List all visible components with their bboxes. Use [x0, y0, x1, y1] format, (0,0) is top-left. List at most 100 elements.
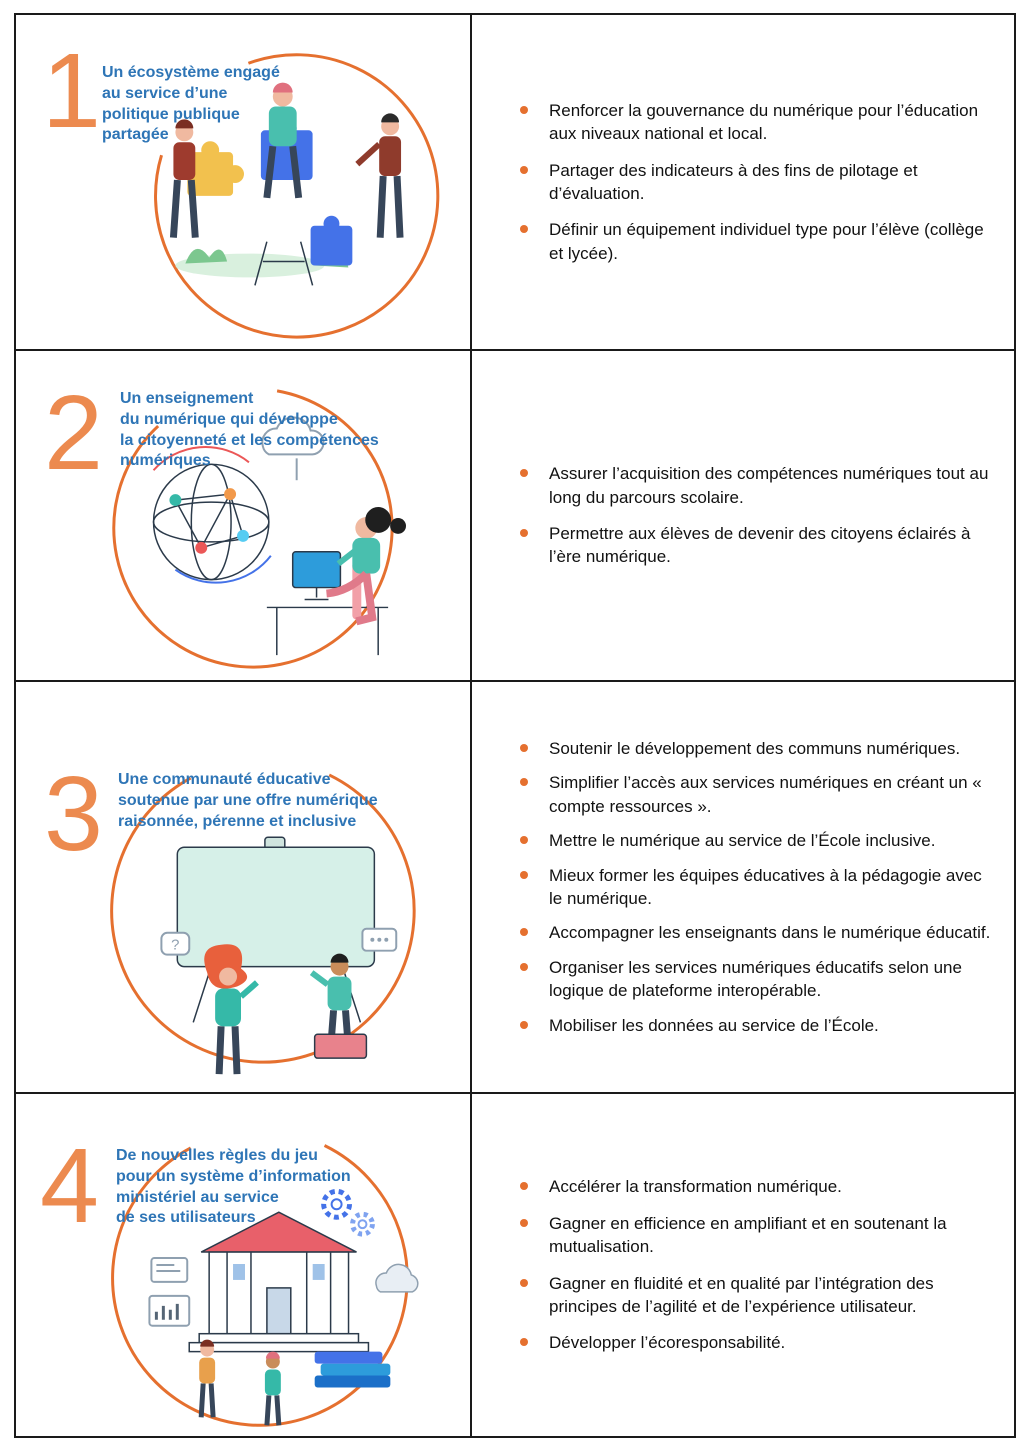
- community-whiteboard-illustration: ?: [16, 682, 470, 1092]
- bullet-icon: [520, 928, 528, 937]
- person-right: [309, 953, 368, 1059]
- objectives-cell-2: Assurer l’acquisition des compétences nu…: [472, 351, 1014, 680]
- objective-item: Définir un équipement individuel type po…: [520, 218, 992, 265]
- objective-text: Partager des indicateurs à des fins de p…: [549, 160, 918, 203]
- objective-text: Renforcer la gouvernance du numérique po…: [549, 100, 979, 144]
- theme-cell-4: 4 De nouvelles règles du jeu pour un sys…: [16, 1094, 472, 1436]
- community-whiteboard-icon: ?: [110, 758, 416, 1075]
- yellow-puzzle-icon: [187, 141, 244, 196]
- objective-item: Renforcer la gouvernance du numérique po…: [520, 99, 992, 146]
- bullet-icon: [520, 105, 528, 114]
- objective-item: Accompagner les enseignants dans le numé…: [520, 921, 992, 944]
- ministry-building-illustration: [16, 1094, 470, 1436]
- digital-citizenship-illustration: [16, 351, 470, 680]
- objectives-list: Renforcer la gouvernance du numérique po…: [520, 99, 992, 266]
- theme-title: Un enseignement du numérique qui dévelop…: [120, 390, 379, 470]
- chart-card-icon: [148, 1257, 191, 1327]
- bullet-icon: [520, 870, 528, 879]
- theme-title: De nouvelles règles du jeu pour un systè…: [116, 1147, 351, 1227]
- person-center: [264, 1351, 282, 1426]
- bullet-icon: [520, 778, 528, 787]
- objective-item: Partager des indicateurs à des fins de p…: [520, 159, 992, 206]
- question-bubble-icon: ?: [160, 931, 191, 956]
- objective-text: Mettre le numérique au service de l’Écol…: [549, 831, 936, 851]
- puzzle-teamwork-illustration: [16, 15, 470, 349]
- objective-text: Simplifier l’accès aux services numériqu…: [549, 773, 982, 816]
- person-at-computer: [266, 507, 407, 656]
- bullet-icon: [520, 743, 528, 752]
- svg-text:?: ?: [171, 937, 179, 954]
- bullet-icon: [520, 1182, 528, 1191]
- theme-title: Un écosystème engagé au service d’une po…: [102, 64, 280, 144]
- objective-item: Soutenir le développement des communs nu…: [520, 737, 992, 760]
- theme-cell-3: ?: [16, 682, 472, 1092]
- person-left: [169, 119, 199, 238]
- person-center: [263, 82, 303, 199]
- objective-text: Accompagner les enseignants dans le numé…: [549, 923, 991, 943]
- bullet-icon: [520, 1278, 528, 1287]
- gear-icon: [321, 1188, 375, 1237]
- objective-item: Gagner en efficience en amplifiant et en…: [520, 1212, 992, 1259]
- table-row: 1 Un écosystème engagé au service d’une …: [16, 15, 1014, 351]
- objective-item: Mieux former les équipes éducatives à la…: [520, 864, 992, 911]
- objective-text: Définir un équipement individuel type po…: [549, 220, 984, 263]
- bullet-icon: [520, 529, 528, 537]
- objectives-list: Soutenir le développement des communs nu…: [520, 737, 992, 1038]
- bullet-icon: [520, 962, 528, 971]
- digital-citizenship-icon: [112, 387, 407, 669]
- objective-item: Développer l’écoresponsabilité.: [520, 1331, 992, 1354]
- person-left: [204, 944, 259, 1075]
- theme-cell-2: 2 Un enseignement du numérique qui dével…: [16, 351, 472, 680]
- objectives-cell-3: Soutenir le développement des communs nu…: [472, 682, 1014, 1092]
- objective-text: Gagner en fluidité et en qualité par l’i…: [549, 1273, 934, 1316]
- objective-item: Accélérer la transformation numérique.: [520, 1175, 992, 1198]
- person-right: [355, 113, 404, 238]
- objective-text: Mieux former les équipes éducatives à la…: [549, 865, 982, 908]
- cloud-icon: [261, 416, 325, 481]
- objectives-cell-1: Renforcer la gouvernance du numérique po…: [472, 15, 1014, 349]
- objective-item: Organiser les services numériques éducat…: [520, 956, 992, 1003]
- objective-text: Permettre aux élèves de devenir des cito…: [549, 524, 971, 567]
- building-icon: [188, 1211, 370, 1353]
- whiteboard-icon: [176, 836, 376, 1023]
- strategy-table: 1 Un écosystème engagé au service d’une …: [14, 13, 1016, 1438]
- bullet-icon: [520, 1218, 528, 1227]
- objective-item: Mobiliser les données au service de l’Éc…: [520, 1014, 992, 1037]
- objective-item: Assurer l’acquisition des compétences nu…: [520, 462, 992, 509]
- objective-text: Soutenir le développement des communs nu…: [549, 738, 961, 758]
- bullet-icon: [520, 469, 528, 478]
- message-card-icon: [361, 927, 398, 952]
- theme-cell-1: 1 Un écosystème engagé au service d’une …: [16, 15, 472, 349]
- table-row: ?: [16, 682, 1014, 1094]
- objective-item: Gagner en fluidité et en qualité par l’i…: [520, 1272, 992, 1319]
- objective-text: Organiser les services numériques éducat…: [549, 957, 962, 1001]
- objective-text: Développer l’écoresponsabilité.: [549, 1333, 786, 1353]
- bullet-icon: [520, 1020, 528, 1029]
- theme-title: Une communauté éducative soutenue par un…: [118, 771, 378, 830]
- person-left: [198, 1339, 216, 1418]
- bullet-icon: [520, 225, 528, 234]
- objective-text: Mobiliser les données au service de l’Éc…: [549, 1015, 879, 1035]
- theme-number: 4: [40, 1127, 99, 1245]
- objectives-list: Assurer l’acquisition des compétences nu…: [520, 462, 992, 569]
- puzzle-teamwork-icon: [154, 53, 440, 339]
- bullet-icon: [520, 1338, 528, 1347]
- objective-text: Gagner en efficience en amplifiant et en…: [549, 1213, 947, 1257]
- objective-text: Assurer l’acquisition des compétences nu…: [549, 464, 989, 507]
- theme-number: 2: [44, 374, 103, 492]
- table-row: 2 Un enseignement du numérique qui dével…: [16, 351, 1014, 682]
- objectives-list: Accélérer la transformation numérique. Ga…: [520, 1175, 992, 1355]
- bullet-icon: [520, 836, 528, 845]
- theme-number: 3: [44, 755, 103, 873]
- objective-item: Mettre le numérique au service de l’Écol…: [520, 829, 992, 852]
- table-row: 4 De nouvelles règles du jeu pour un sys…: [16, 1094, 1014, 1436]
- bullet-icon: [520, 165, 528, 174]
- objective-text: Accélérer la transformation numérique.: [549, 1177, 842, 1197]
- network-globe-icon: [152, 446, 272, 584]
- cloud-icon: [375, 1263, 419, 1293]
- objective-item: Permettre aux élèves de devenir des cito…: [520, 522, 992, 569]
- objective-item: Simplifier l’accès aux services numériqu…: [520, 771, 992, 818]
- objectives-cell-4: Accélérer la transformation numérique. Ga…: [472, 1094, 1014, 1436]
- ministry-building-icon: [111, 1129, 419, 1427]
